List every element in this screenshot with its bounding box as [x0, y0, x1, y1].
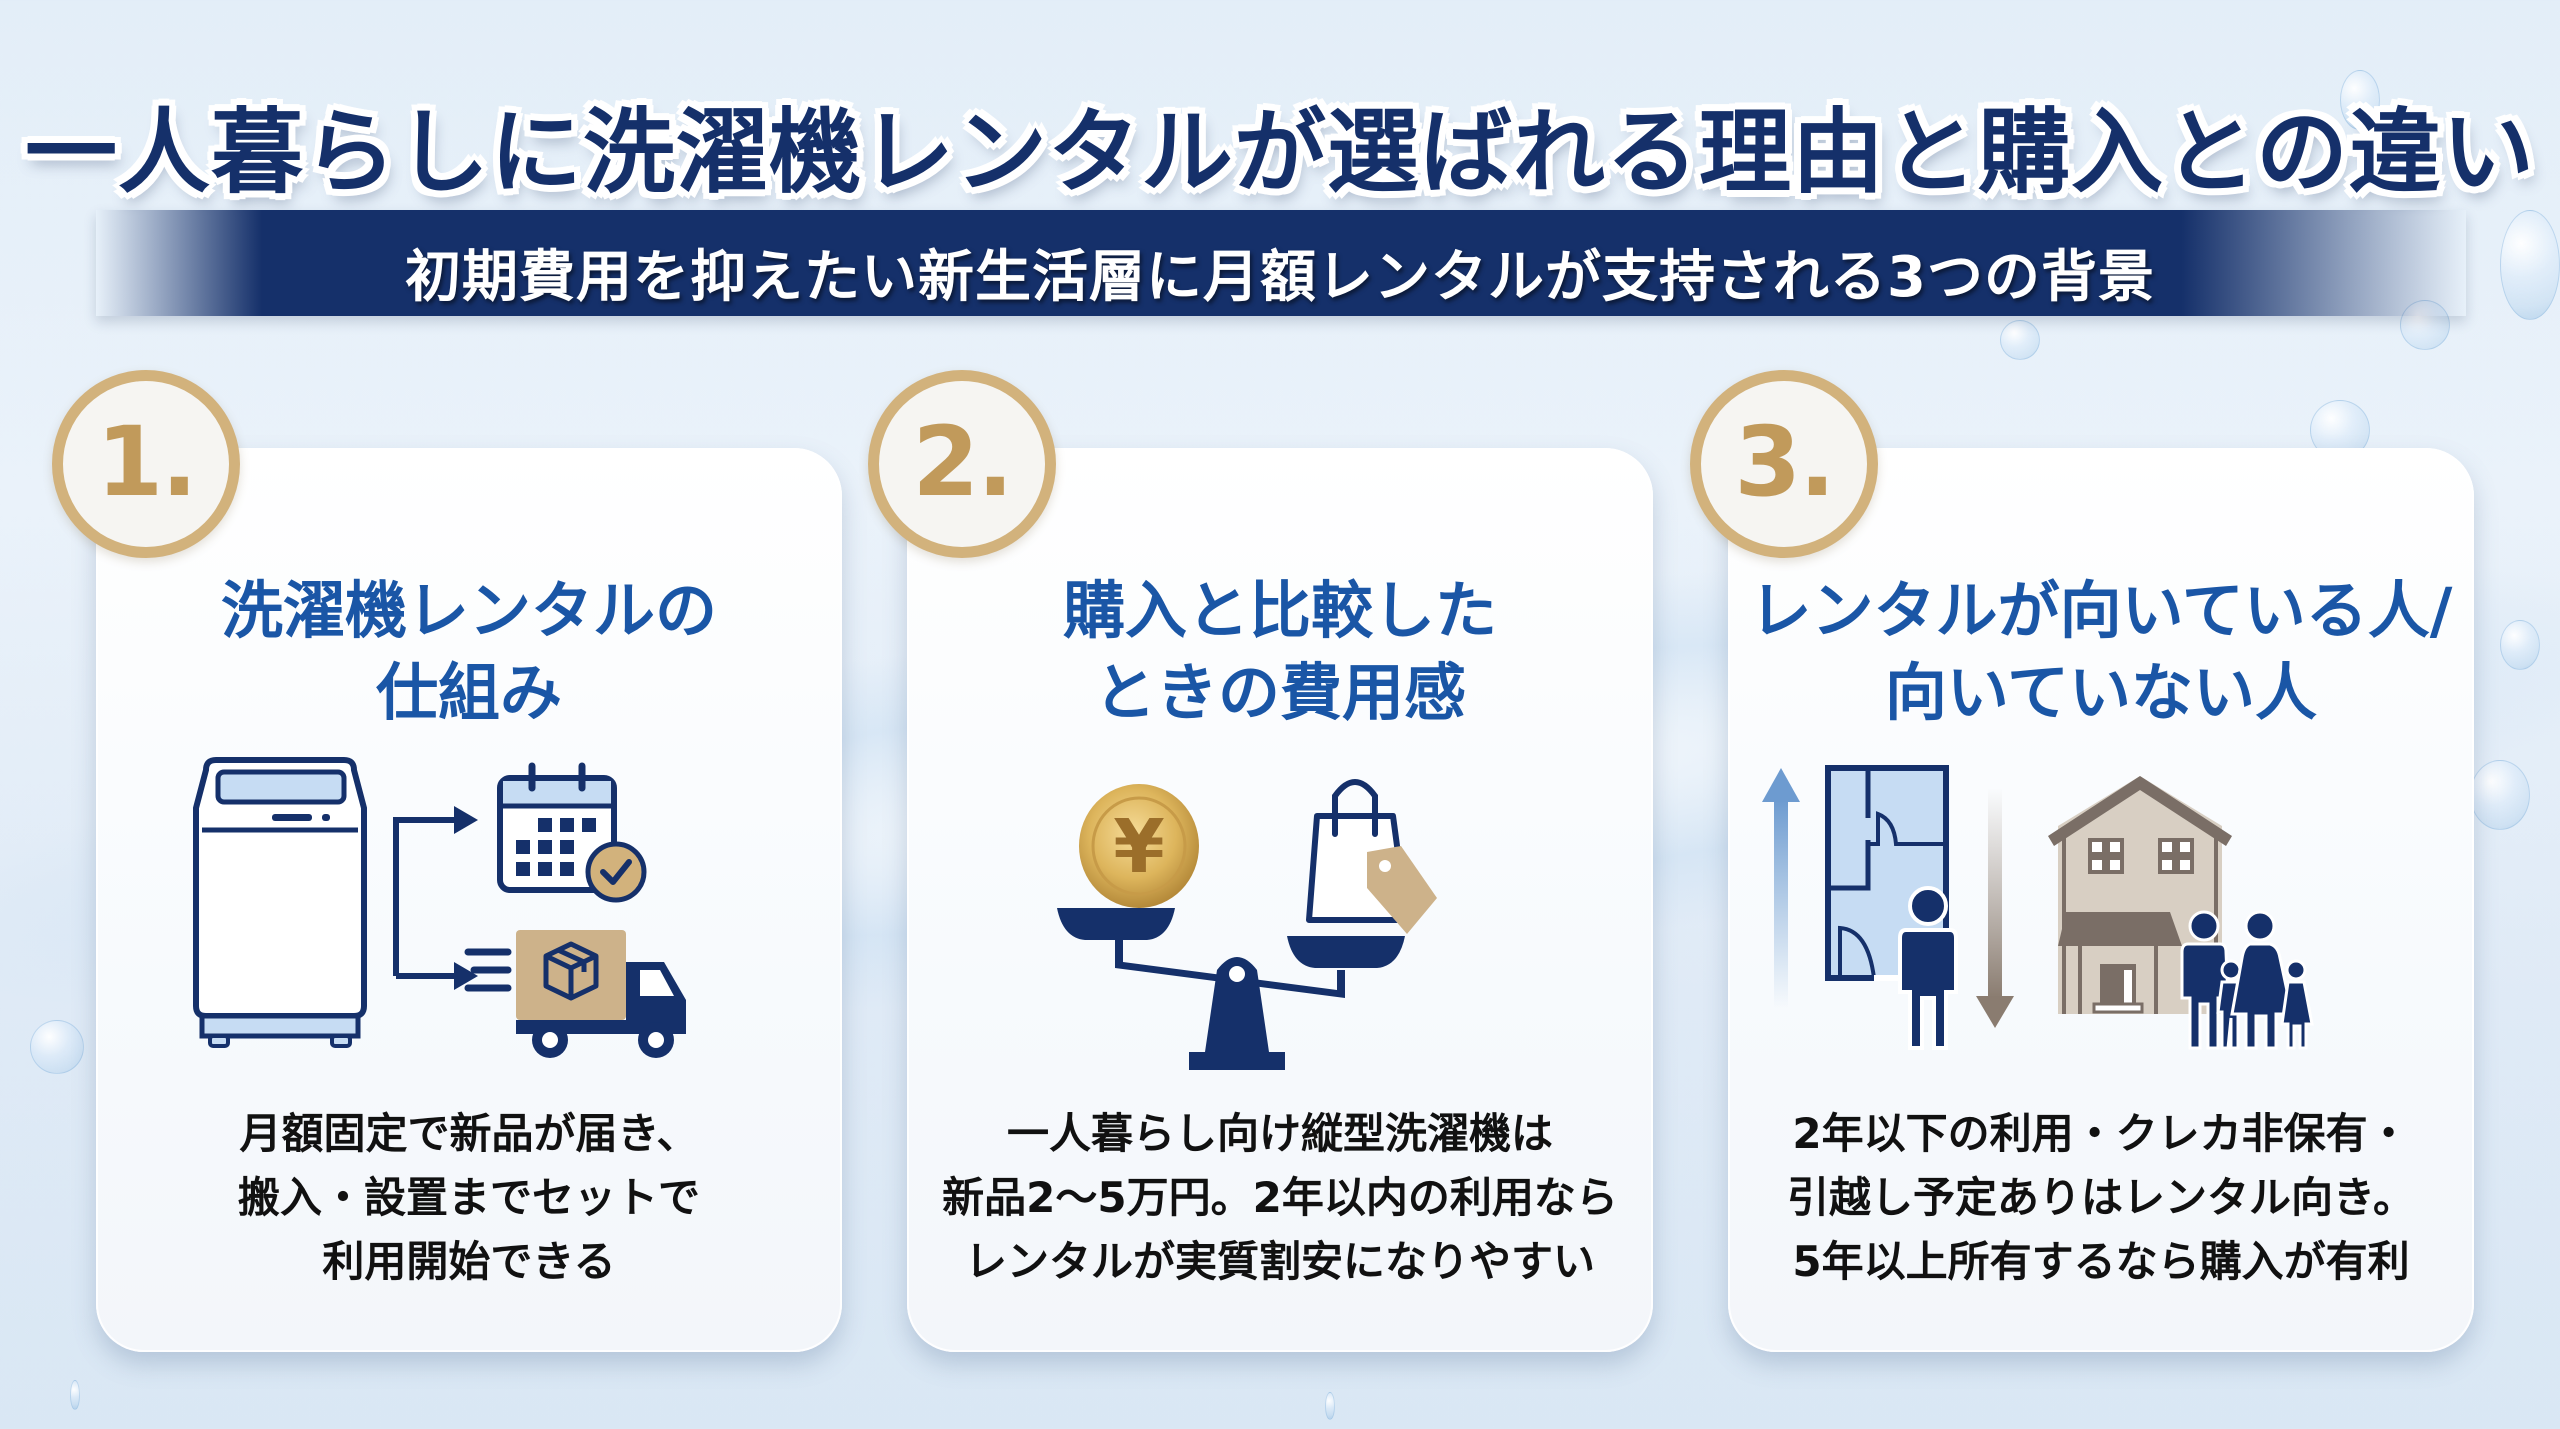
bubble-decoration [30, 1020, 84, 1074]
card-body-line: 5年以上所有するなら購入が有利 [1792, 1237, 2410, 1286]
card-body-line: レンタルが実質割安になりやすい [964, 1237, 1595, 1286]
card-title-line: 向いていない人 [1884, 656, 2318, 729]
delivery-truck-icon [464, 930, 686, 1058]
rental-flow-illustration [193, 757, 686, 1058]
page-title: 一人暮らしに洗濯機レンタルが選ばれる理由と購入との違い [24, 99, 2536, 206]
card-title: レンタルが向いている人/ 向いていない人 [1728, 570, 2474, 734]
bubble-decoration [2000, 320, 2040, 360]
bubble-decoration [1325, 1392, 1335, 1420]
step-number-badge: 2. [868, 370, 1056, 558]
family-icon [2180, 910, 2314, 1050]
card-body-line: 利用開始できる [322, 1237, 616, 1286]
balance-scale-icon [1057, 908, 1405, 1070]
cost-scale-illustration: ¥ [1057, 779, 1437, 1070]
card-body: 月額固定で新品が届き、 搬入・設置までセットで 利用開始できる [96, 1102, 842, 1294]
card-suitability: レンタルが向いている人/ 向いていない人 [1728, 448, 2474, 1352]
arrow-right-icon [454, 962, 478, 990]
arrow-right-icon [454, 806, 478, 834]
subtitle-text: 初期費用を抑えたい新生活層に月額レンタルが支持される3つの背景 [405, 245, 2155, 310]
step-number: 3. [1734, 406, 1835, 518]
step-number: 1. [96, 406, 197, 518]
arrow-down-icon [1976, 788, 2014, 1028]
card-body-line: 新品2〜5万円。2年以内の利用なら [942, 1173, 1618, 1222]
bubble-decoration [2500, 620, 2540, 670]
yen-coin-icon: ¥ [1079, 784, 1199, 908]
calendar-check-icon [497, 762, 647, 903]
card-body-line: 引越し予定ありはレンタル向き。 [1787, 1173, 2415, 1222]
bubble-decoration [2340, 70, 2380, 130]
card-title-line: レンタルが向いている人/ [1749, 574, 2453, 647]
card-title-line: 洗濯機レンタルの [220, 574, 717, 647]
arrow-right-icon [393, 817, 456, 979]
card-body-line: 月額固定で新品が届き、 [239, 1109, 699, 1158]
step-number-badge: 1. [52, 370, 240, 558]
card-body: 一人暮らし向け縦型洗濯機は 新品2〜5万円。2年以内の利用なら レンタルが実質割… [907, 1102, 1653, 1294]
card-body-line: 一人暮らし向け縦型洗濯機は [1006, 1109, 1553, 1158]
card-body-line: 2年以下の利用・クレカ非保有・ [1792, 1109, 2410, 1158]
subtitle-banner [96, 210, 2466, 316]
step-number-badge: 3. [1690, 370, 1878, 558]
card-title: 洗濯機レンタルの 仕組み [96, 570, 842, 734]
card-rental-mechanism: 洗濯機レンタルの 仕組み [96, 448, 842, 1352]
card-title-line: 仕組み [375, 656, 562, 729]
card-body-line: 搬入・設置までセットで [237, 1173, 700, 1222]
arrow-up-icon [1762, 768, 1800, 1008]
bubble-decoration [2470, 760, 2530, 830]
svg-text:¥: ¥ [1113, 804, 1165, 890]
step-number: 2. [912, 406, 1013, 518]
bubble-decoration [70, 1380, 80, 1410]
card-body: 2年以下の利用・クレカ非保有・ 引越し予定ありはレンタル向き。 5年以上所有する… [1728, 1102, 2474, 1294]
card-title-line: 購入と比較した [1062, 574, 1497, 647]
package-icon [543, 941, 599, 1001]
card-title: 購入と比較した ときの費用感 [907, 570, 1653, 734]
bubble-decoration [2500, 210, 2560, 320]
price-tag-icon [1367, 846, 1437, 934]
single-person-icon [1898, 886, 1958, 1050]
card-title-line: ときの費用感 [1093, 656, 1466, 729]
washing-machine-icon [193, 757, 367, 1048]
card-cost-comparison: 購入と比較した ときの費用感 ¥ [907, 448, 1653, 1352]
suitability-illustration [1762, 765, 2314, 1050]
